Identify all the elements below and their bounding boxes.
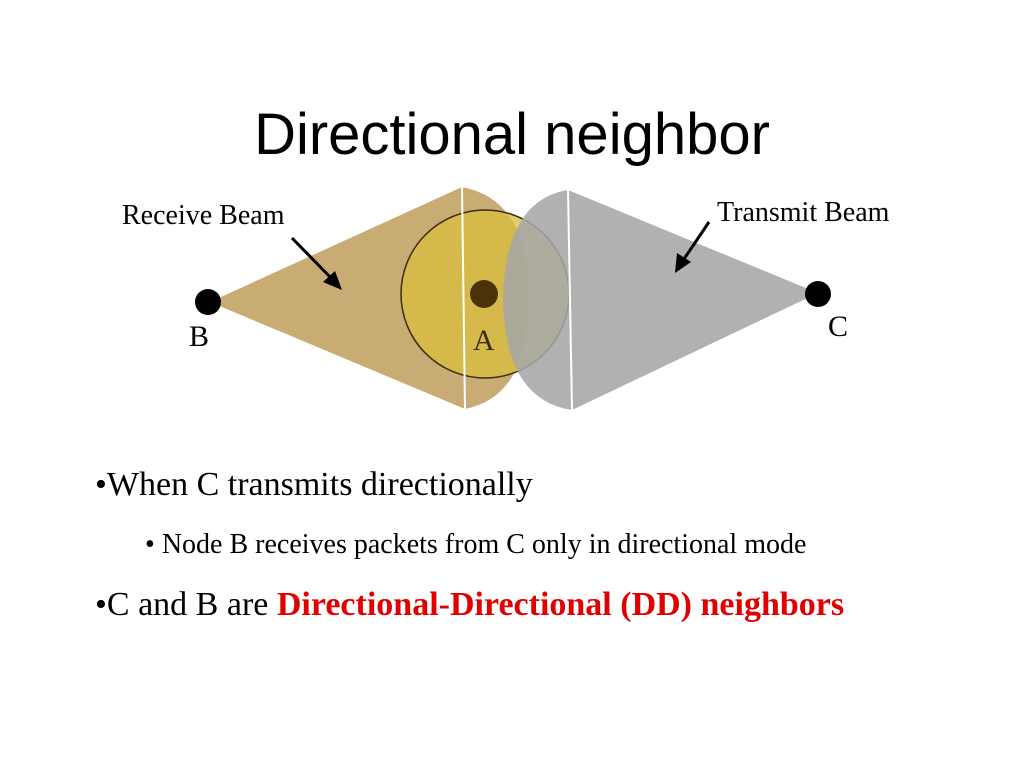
dd-neighbors-highlight: Directional-Directional (DD) neighbors bbox=[276, 586, 845, 623]
bullet-text-3-prefix: C and B are bbox=[106, 586, 269, 623]
node-b-dot bbox=[195, 289, 221, 315]
bullet-item-3: •C and B are Directional-Directional (DD… bbox=[95, 583, 844, 627]
transmit-beam-edge-line bbox=[567, 189, 573, 411]
transmit-beam-arrowhead bbox=[675, 253, 691, 273]
bullet-item-2: • Node B receives packets from C only in… bbox=[145, 527, 844, 563]
receive-beam-label: Receive Beam bbox=[122, 200, 285, 231]
bullet-marker: • bbox=[145, 529, 155, 560]
node-b-label: B bbox=[189, 320, 209, 353]
slide-title: Directional neighbor bbox=[254, 102, 770, 167]
node-c-label: C bbox=[828, 310, 848, 343]
transmit-beam-arrow bbox=[680, 221, 711, 263]
bullet-marker: • bbox=[95, 586, 107, 623]
receive-beam-edge-line bbox=[461, 186, 466, 410]
node-c-dot bbox=[805, 281, 831, 307]
transmit-beam-cone bbox=[503, 190, 818, 410]
bullet-text-2: Node B receives packets from C only in d… bbox=[161, 529, 807, 560]
receive-beam-arrow bbox=[290, 236, 335, 282]
receive-beam-arrowhead bbox=[323, 271, 342, 290]
node-a-label: A bbox=[473, 324, 495, 357]
bullet-marker: • bbox=[95, 466, 107, 503]
bullet-item-1: •When C transmits directionally bbox=[95, 463, 844, 507]
bullet-list: •When C transmits directionally • Node B… bbox=[95, 463, 844, 627]
node-a-dot bbox=[470, 280, 498, 308]
transmit-beam-label: Transmit Beam bbox=[717, 197, 890, 228]
bullet-text-1: When C transmits directionally bbox=[106, 466, 533, 503]
